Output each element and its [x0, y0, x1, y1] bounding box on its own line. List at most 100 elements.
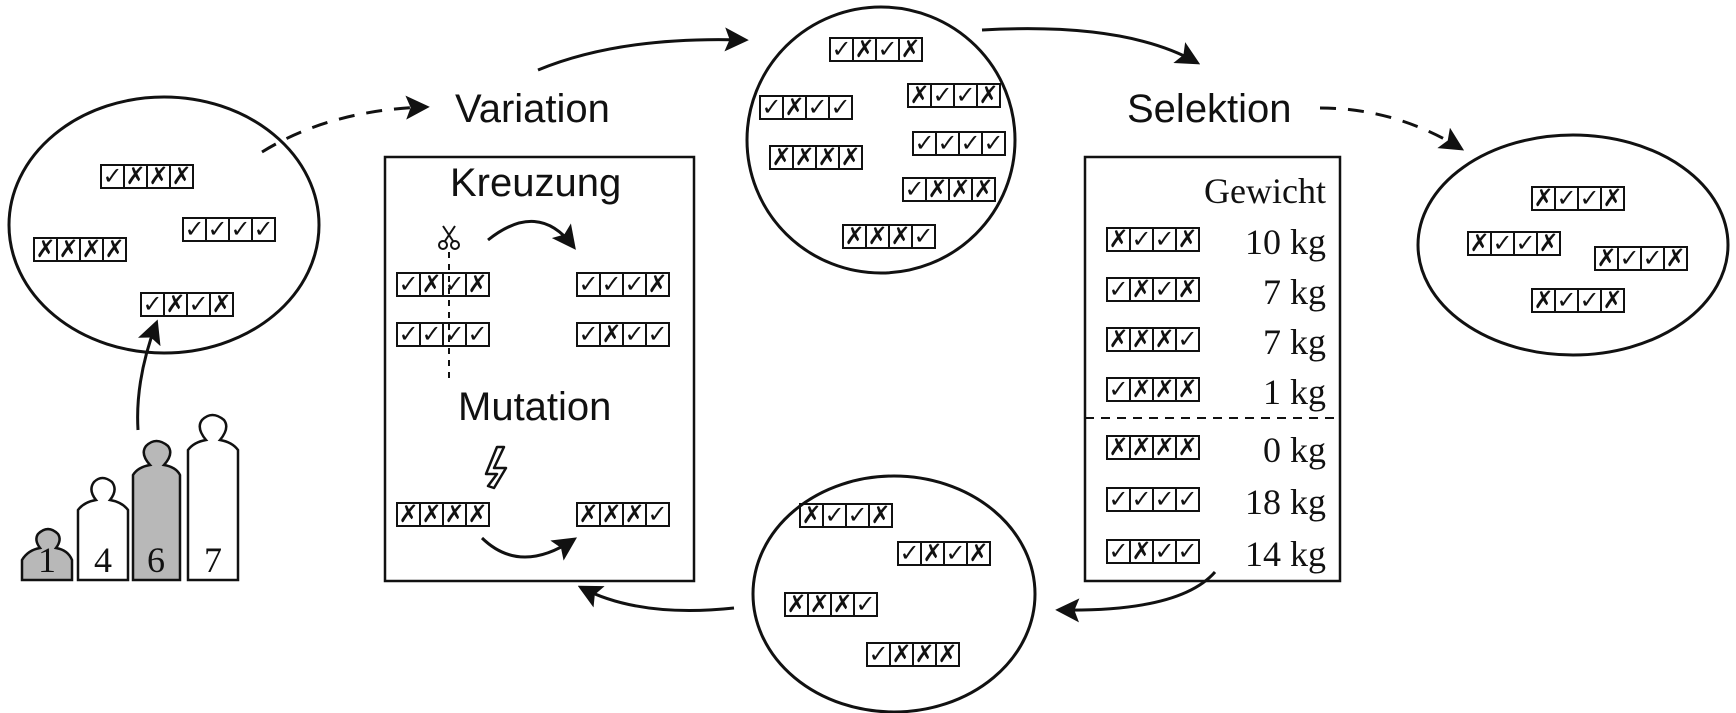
check-mark-icon: ✓	[230, 215, 250, 243]
scissors-icon	[438, 225, 460, 250]
check-mark-icon: ✓	[421, 320, 441, 348]
check-mark-icon: ✓	[1131, 225, 1151, 253]
weight-label-7: 7	[204, 540, 222, 580]
genome-strip: ✓✗✓✓	[1106, 537, 1200, 565]
check-mark-icon: ✓	[184, 215, 204, 243]
check-mark-icon: ✓	[1108, 275, 1128, 303]
check-mark-icon: ✓	[578, 320, 598, 348]
check-mark-icon: ✓	[1579, 184, 1599, 212]
cross-mark-icon: ✗	[1602, 286, 1622, 314]
weight-label-1: 1	[38, 540, 56, 580]
cross-mark-icon: ✗	[1154, 375, 1174, 403]
cross-mark-icon: ✗	[125, 162, 145, 190]
check-mark-icon: ✓	[1154, 537, 1174, 565]
check-mark-icon: ✓	[188, 290, 208, 318]
cross-mark-icon: ✗	[35, 235, 55, 263]
variation-label: Variation	[455, 87, 610, 131]
check-mark-icon: ✓	[444, 270, 464, 298]
selection-weight: 1 kg	[1263, 372, 1326, 412]
genome-strip: ✓✓✓✓	[182, 215, 276, 243]
cross-mark-icon: ✗	[950, 175, 970, 203]
selektion-label: Selektion	[1127, 87, 1292, 131]
weight-shape-6	[131, 439, 182, 582]
genome-strip: ✗✓✓✗	[1594, 244, 1688, 272]
weight-shape-4	[76, 476, 130, 582]
cross-mark-icon: ✗	[1177, 375, 1197, 403]
cross-mark-icon: ✗	[1596, 244, 1616, 272]
check-mark-icon: ✓	[601, 270, 621, 298]
genome-strip: ✓✓✓✓	[396, 320, 490, 348]
genome-strip: ✗✗✗✗	[396, 500, 490, 528]
genome-strip: ✓✗✓✗	[396, 270, 490, 298]
cross-mark-icon: ✗	[1469, 229, 1489, 257]
population-varied-ellipse	[745, 5, 1017, 275]
cross-mark-icon: ✗	[444, 500, 464, 528]
cross-mark-icon: ✗	[1108, 225, 1128, 253]
genome-strip: ✗✗✗✗	[33, 235, 127, 263]
arrow-bottom-to-variation	[577, 585, 735, 612]
genome-strip: ✗✗✗✗	[1106, 433, 1200, 461]
check-mark-icon: ✓	[831, 35, 851, 63]
weight-shape-7	[186, 413, 240, 582]
selection-weight: 14 kg	[1245, 534, 1326, 574]
cross-mark-icon: ✗	[1533, 184, 1553, 212]
cross-mark-icon: ✗	[844, 222, 864, 250]
check-mark-icon: ✓	[207, 215, 227, 243]
selection-weight: 10 kg	[1245, 222, 1326, 262]
cross-mark-icon: ✗	[890, 222, 910, 250]
cross-mark-icon: ✗	[854, 35, 874, 63]
cross-mark-icon: ✗	[148, 162, 168, 190]
check-mark-icon: ✓	[1515, 229, 1535, 257]
check-mark-icon: ✓	[578, 270, 598, 298]
genome-strip: ✗✓✓✗	[1467, 229, 1561, 257]
check-mark-icon: ✓	[1642, 244, 1662, 272]
check-mark-icon: ✓	[932, 81, 952, 109]
check-mark-icon: ✓	[1177, 485, 1197, 513]
cross-mark-icon: ✗	[784, 93, 804, 121]
weights-figure	[20, 413, 240, 582]
cross-mark-icon: ✗	[624, 500, 644, 528]
cross-mark-icon: ✗	[900, 35, 920, 63]
cross-mark-icon: ✗	[978, 81, 998, 109]
genome-strip: ✓✗✓✗	[1106, 275, 1200, 303]
genome-strip: ✗✓✓✗	[799, 501, 893, 529]
check-mark-icon: ✓	[624, 270, 644, 298]
genome-strip: ✓✗✓✗	[140, 290, 234, 318]
cross-mark-icon: ✗	[601, 500, 621, 528]
genome-strip: ✗✗✗✗	[769, 143, 863, 171]
check-mark-icon: ✓	[467, 320, 487, 348]
check-mark-icon: ✓	[1154, 225, 1174, 253]
genome-strip: ✓✗✓✗	[897, 539, 991, 567]
cross-mark-icon: ✗	[840, 143, 860, 171]
check-mark-icon: ✓	[253, 215, 273, 243]
arrow-selection-to-bottom	[1055, 571, 1217, 623]
cross-mark-icon: ✗	[1131, 433, 1151, 461]
check-mark-icon: ✓	[983, 129, 1003, 157]
genome-strip: ✓✗✓✓	[576, 320, 670, 348]
cross-mark-icon: ✗	[891, 640, 911, 668]
cross-mark-icon: ✗	[1131, 375, 1151, 403]
cross-mark-icon: ✗	[1108, 325, 1128, 353]
check-mark-icon: ✓	[1108, 375, 1128, 403]
genome-strip: ✗✗✗✓	[1106, 325, 1200, 353]
lightning-icon	[484, 445, 508, 490]
cross-mark-icon: ✗	[1131, 325, 1151, 353]
cross-mark-icon: ✗	[1533, 286, 1553, 314]
cross-mark-icon: ✗	[786, 590, 806, 618]
genome-strip: ✓✓✓✓	[912, 129, 1006, 157]
arrow-variation-to-population	[537, 27, 749, 72]
cross-mark-icon: ✗	[1108, 433, 1128, 461]
cross-mark-icon: ✗	[171, 162, 191, 190]
cross-mark-icon: ✗	[922, 539, 942, 567]
arrow-dashed-selektion-to-selected	[1319, 106, 1465, 151]
genome-strip: ✓✓✓✗	[576, 270, 670, 298]
check-mark-icon: ✓	[1154, 275, 1174, 303]
check-mark-icon: ✓	[398, 320, 418, 348]
check-mark-icon: ✓	[1108, 485, 1128, 513]
genome-strip: ✗✗✗✓	[784, 590, 878, 618]
check-mark-icon: ✓	[647, 500, 667, 528]
cross-mark-icon: ✗	[1154, 433, 1174, 461]
check-mark-icon: ✓	[1108, 537, 1128, 565]
cross-mark-icon: ✗	[973, 175, 993, 203]
